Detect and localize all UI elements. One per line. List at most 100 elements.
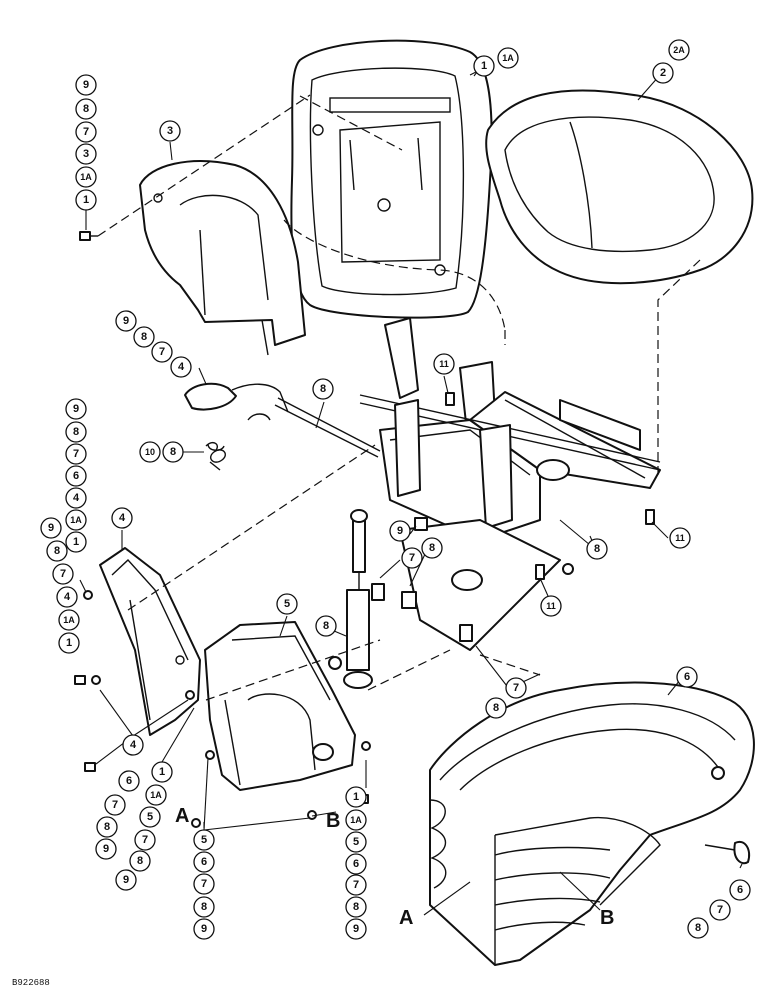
callout-7[interactable]: 7: [401, 547, 423, 569]
callout-8[interactable]: 8: [312, 378, 334, 400]
callout-5[interactable]: 5: [193, 829, 215, 851]
callout-7[interactable]: 7: [65, 443, 87, 465]
callout-label: 1: [353, 791, 359, 803]
callout-7[interactable]: 7: [505, 677, 527, 699]
callout-8[interactable]: 8: [586, 538, 608, 560]
callout-11[interactable]: 11: [540, 595, 562, 617]
callout-6[interactable]: 6: [65, 465, 87, 487]
callout-8[interactable]: 8: [315, 615, 337, 637]
callout-8[interactable]: 8: [46, 540, 68, 562]
callout-9[interactable]: 9: [65, 398, 87, 420]
callout-1a[interactable]: 1A: [75, 166, 97, 188]
callout-label: 3: [83, 148, 89, 160]
callout-label: 7: [73, 448, 79, 460]
callout-label: 1: [481, 60, 487, 72]
callout-8[interactable]: 8: [96, 816, 118, 838]
callout-8[interactable]: 8: [129, 850, 151, 872]
callout-9[interactable]: 9: [40, 517, 62, 539]
suspension-bellows: [429, 681, 755, 966]
callout-label: 7: [513, 682, 519, 694]
callout-1[interactable]: 1: [473, 55, 495, 77]
callout-label: 8: [493, 702, 499, 714]
callout-1a[interactable]: 1A: [65, 509, 87, 531]
callout-1[interactable]: 1: [345, 786, 367, 808]
callout-1a[interactable]: 1A: [345, 809, 367, 831]
callout-label: 5: [284, 598, 290, 610]
callout-1[interactable]: 1: [75, 189, 97, 211]
callout-4[interactable]: 4: [65, 487, 87, 509]
callout-6[interactable]: 6: [193, 851, 215, 873]
callout-6[interactable]: 6: [729, 879, 751, 901]
callout-label: 7: [112, 799, 118, 811]
callout-4[interactable]: 4: [111, 507, 133, 529]
callout-1a[interactable]: 1A: [58, 609, 80, 631]
callout-9[interactable]: 9: [193, 918, 215, 940]
callout-9[interactable]: 9: [345, 918, 367, 940]
callout-label: 7: [142, 834, 148, 846]
callout-label: 1A: [63, 615, 75, 625]
callout-11[interactable]: 11: [669, 527, 691, 549]
callout-9[interactable]: 9: [389, 520, 411, 542]
callout-7[interactable]: 7: [193, 873, 215, 895]
callout-1[interactable]: 1: [58, 632, 80, 654]
callout-11[interactable]: 11: [433, 353, 455, 375]
callout-7[interactable]: 7: [75, 121, 97, 143]
callout-7[interactable]: 7: [709, 899, 731, 921]
callout-10[interactable]: 10: [139, 441, 161, 463]
callout-label: 3: [167, 125, 173, 137]
callout-8[interactable]: 8: [421, 537, 443, 559]
callout-5[interactable]: 5: [345, 831, 367, 853]
callout-1[interactable]: 1: [65, 531, 87, 553]
callout-6[interactable]: 6: [676, 666, 698, 688]
callout-3[interactable]: 3: [75, 143, 97, 165]
callout-label: 8: [104, 821, 110, 833]
callout-3[interactable]: 3: [159, 120, 181, 142]
callout-4[interactable]: 4: [122, 734, 144, 756]
callout-2a[interactable]: 2A: [668, 39, 690, 61]
callout-label: 2: [660, 67, 666, 79]
callout-2[interactable]: 2: [652, 62, 674, 84]
callout-1a[interactable]: 1A: [145, 784, 167, 806]
callout-label: 1A: [350, 815, 362, 825]
callout-label: 5: [147, 811, 153, 823]
callout-label: 4: [73, 492, 80, 504]
callout-label: 8: [73, 426, 79, 438]
callout-4[interactable]: 4: [56, 586, 78, 608]
callout-8[interactable]: 8: [193, 896, 215, 918]
callout-9[interactable]: 9: [115, 310, 137, 332]
gas-spring: [328, 509, 373, 689]
callout-1[interactable]: 1: [151, 761, 173, 783]
callout-label: 9: [353, 923, 359, 935]
callout-5[interactable]: 5: [139, 806, 161, 828]
seat-back-cushion: [290, 39, 493, 319]
callout-label: 8: [323, 620, 329, 632]
callout-6[interactable]: 6: [118, 770, 140, 792]
callout-label: 6: [126, 775, 132, 787]
callout-4[interactable]: 4: [170, 356, 192, 378]
callout-7[interactable]: 7: [104, 794, 126, 816]
callout-label: 7: [60, 568, 66, 580]
callout-8[interactable]: 8: [162, 441, 184, 463]
callout-8[interactable]: 8: [75, 98, 97, 120]
callout-label: 9: [48, 522, 54, 534]
callout-7[interactable]: 7: [134, 829, 156, 851]
callout-9[interactable]: 9: [95, 838, 117, 860]
callout-7[interactable]: 7: [345, 874, 367, 896]
callout-7[interactable]: 7: [52, 563, 74, 585]
callout-label: 6: [684, 671, 690, 683]
callout-8[interactable]: 8: [687, 917, 709, 939]
return-spring: [205, 442, 226, 471]
callout-label: 7: [159, 346, 165, 358]
callout-group: 9 8 7 3 1A 1 1 1A 2A 2 3 9 8 7 4 8 10 8 …: [40, 39, 751, 940]
callout-9[interactable]: 9: [75, 74, 97, 96]
callout-1a[interactable]: 1A: [497, 47, 519, 69]
callout-5[interactable]: 5: [276, 593, 298, 615]
callout-7[interactable]: 7: [151, 341, 173, 363]
callout-9[interactable]: 9: [115, 869, 137, 891]
callout-8[interactable]: 8: [485, 697, 507, 719]
callout-8[interactable]: 8: [133, 326, 155, 348]
callout-8[interactable]: 8: [345, 896, 367, 918]
callout-6[interactable]: 6: [345, 853, 367, 875]
callout-8[interactable]: 8: [65, 421, 87, 443]
